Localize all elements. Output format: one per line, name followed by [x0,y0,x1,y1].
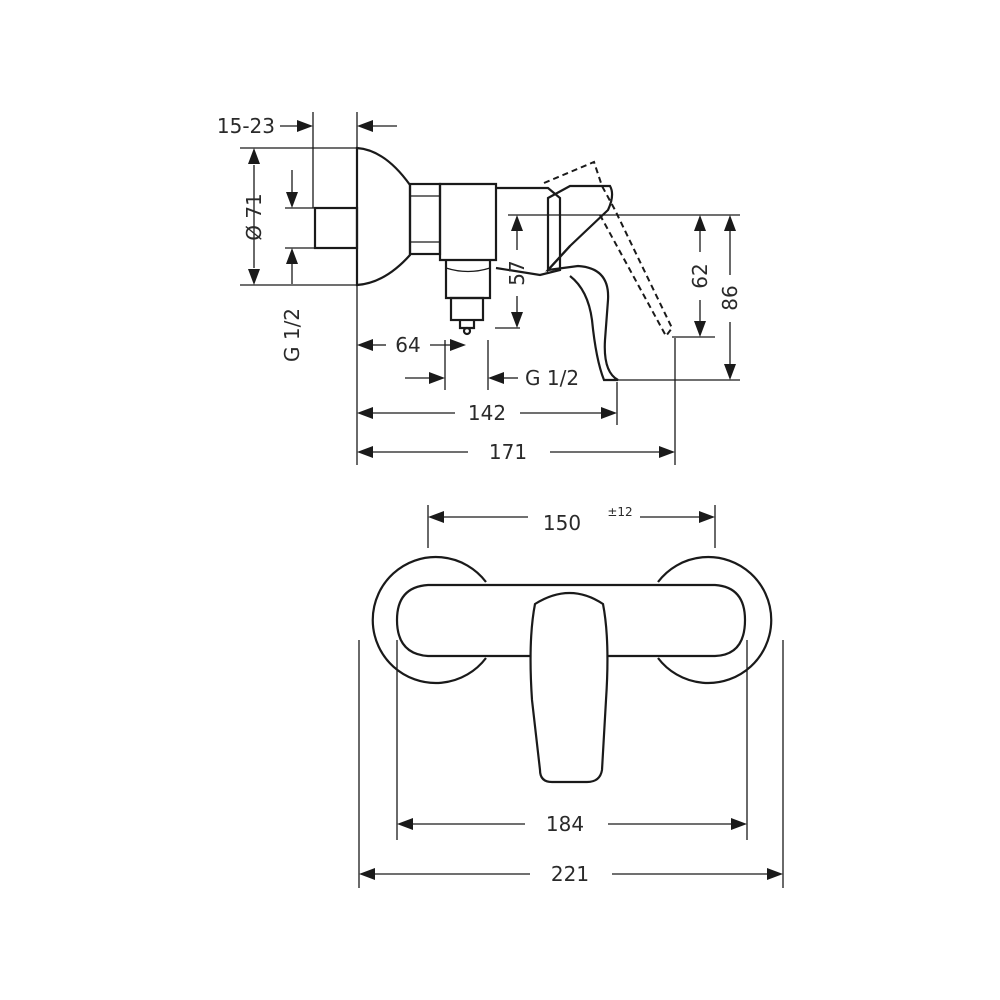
side-view: 15-23 Ø 71 G 1/2 64 [217,112,742,465]
dim-total-depth: 171 [357,440,675,464]
dim-lever-height-label: 62 [688,263,712,288]
dim-total-height: 86 [718,215,742,380]
dim-center-distance-label: 150 [543,511,581,535]
dim-body-depth: 142 [357,401,617,425]
dim-outlet-thread-label: G 1/2 [525,366,579,390]
dim-rosette-diameter-label: Ø 71 [242,193,266,241]
dim-body-width: 184 [397,812,747,836]
dim-total-height-label: 86 [718,285,742,310]
dim-total-width: 221 [359,862,783,886]
dim-rosette-diameter: Ø 71 [242,148,266,285]
lever-handle [545,245,619,382]
dim-inlet-thread: G 1/2 [280,170,304,362]
dim-wall-offset-label: 15-23 [217,114,275,138]
union-nut [408,182,442,256]
inlet-stub [313,206,359,250]
dim-outlet-thread: G 1/2 [405,366,579,390]
dim-center-distance: 150 ±12 [428,505,715,535]
dim-handle-height: 57 [505,215,529,328]
dim-inlet-thread-label: G 1/2 [280,308,304,362]
rosette-left [371,555,487,685]
rosette [355,146,412,287]
outlet-nut [449,296,485,322]
dim-total-width-label: 221 [551,862,589,886]
dim-wall-offset: 15-23 [217,114,397,138]
dim-body-width-label: 184 [546,812,584,836]
lever-front [529,592,609,784]
mixer-body [438,182,498,262]
lever-handle-top [546,184,614,273]
dim-body-depth-label: 142 [468,401,506,425]
front-view: 150 ±12 184 221 [358,505,784,888]
dim-outlet-offset: 64 [357,333,466,357]
dim-center-tolerance-label: ±12 [607,505,632,519]
dim-lever-height: 62 [688,215,712,337]
dim-outlet-offset-label: 64 [395,333,420,357]
rosette-right [657,555,773,685]
dim-total-depth-label: 171 [489,440,527,464]
mixer-body-top [495,186,562,277]
mixer-body-front [395,583,747,658]
outlet-body [444,260,492,300]
lever-raised-outline [543,160,674,338]
dim-handle-height-label: 57 [505,260,529,285]
